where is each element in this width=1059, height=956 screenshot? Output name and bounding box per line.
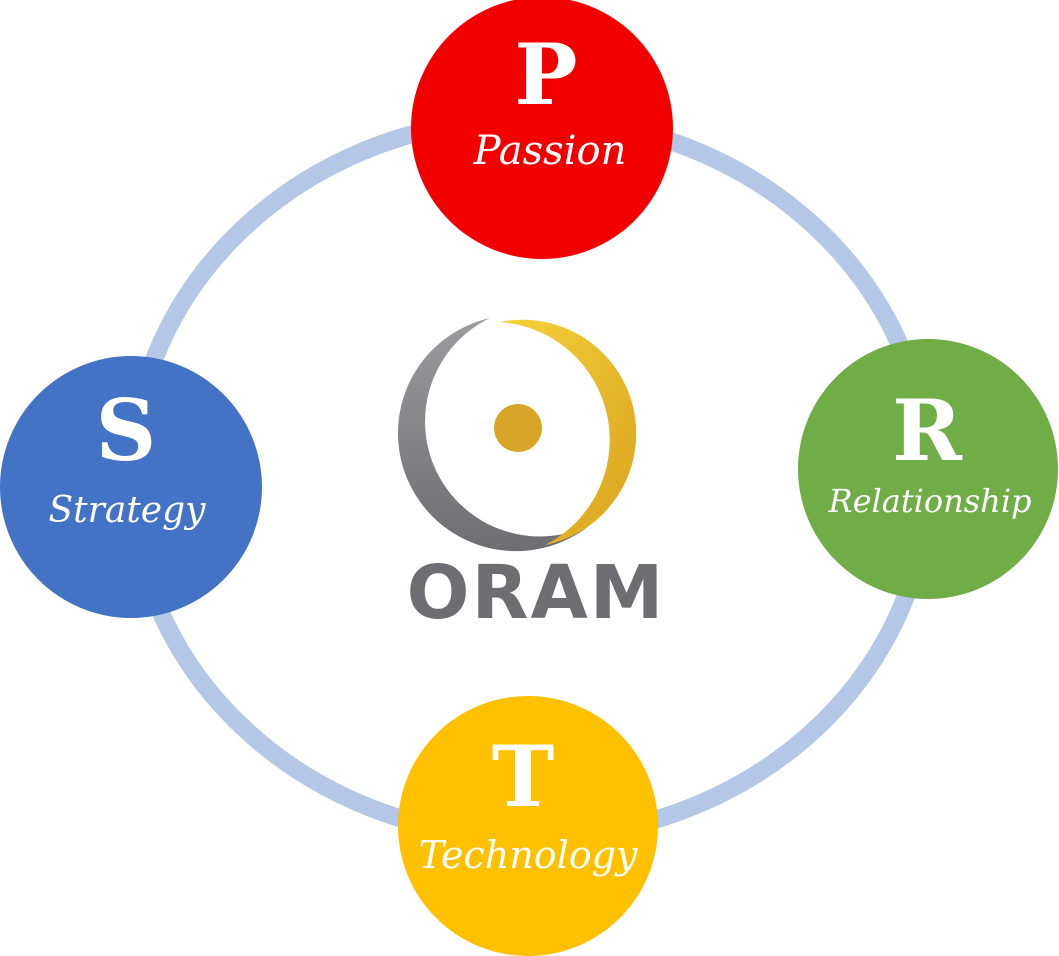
node-strategy-letter: S [96,381,157,480]
node-strategy-label: Strategy [49,490,207,531]
node-technology-letter: T [492,727,555,826]
node-relationship-circle [798,339,1058,599]
node-strategy-circle [0,356,262,618]
node-passion-circle [411,0,673,259]
node-passion[interactable]: P Passion [411,0,673,259]
node-passion-letter: P [514,25,577,124]
node-technology-circle [398,696,658,956]
node-relationship[interactable]: R Relationship [798,339,1058,599]
node-relationship-label: Relationship [827,482,1031,520]
logo-text: ORAM [407,550,666,636]
node-relationship-letter: R [892,381,963,480]
node-strategy[interactable]: S Strategy [0,356,262,618]
node-passion-label: Passion [473,128,627,174]
oram-swirl-icon [397,318,637,552]
node-technology[interactable]: T Technology [398,696,658,956]
node-technology-label: Technology [419,833,638,877]
